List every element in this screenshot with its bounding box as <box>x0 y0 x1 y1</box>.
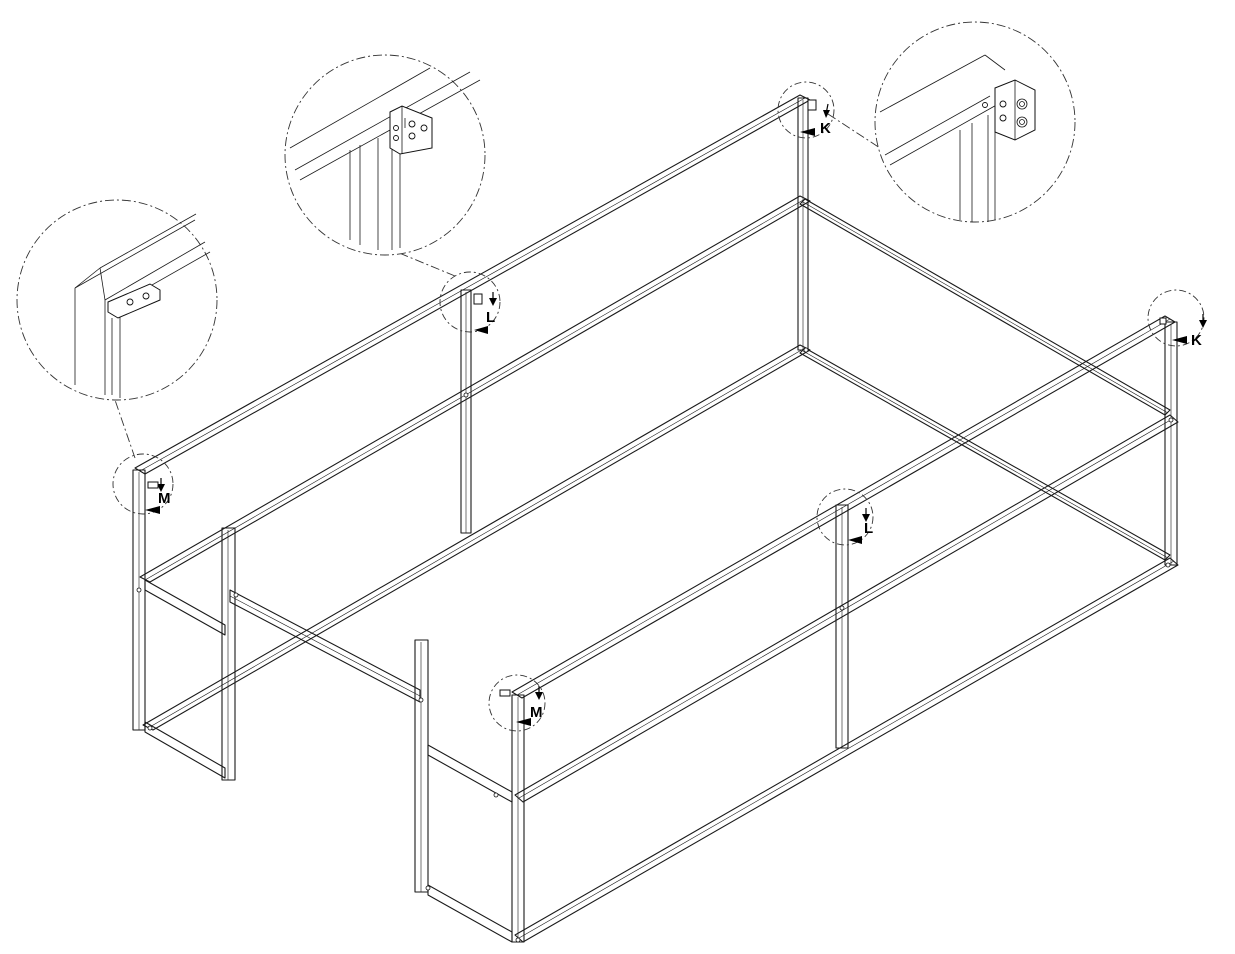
label-k-right: K <box>1191 332 1202 349</box>
rail-right-back-bottom <box>800 348 1170 560</box>
leader-lines <box>115 114 880 458</box>
rail-front-end-middle <box>428 745 512 802</box>
rail-front-bottom <box>515 558 1178 942</box>
post-left-front <box>222 528 235 780</box>
post-left-corner <box>133 470 145 730</box>
label-l-upper: L <box>486 309 495 326</box>
label-k-upper: K <box>820 120 831 137</box>
rail-back-bottom <box>143 345 810 730</box>
rail-inner-cross <box>230 590 420 702</box>
rail-left-end-bottom <box>145 722 225 778</box>
post-front-left <box>415 640 428 892</box>
detail-view-m <box>17 200 217 400</box>
rail-front-end-bottom <box>428 885 512 942</box>
detail-view-k <box>875 22 1075 222</box>
post-back-middle <box>461 290 471 533</box>
bolt-marks <box>137 348 1173 942</box>
callout-m-front: M <box>516 686 543 726</box>
label-m-left: M <box>158 490 171 507</box>
label-m-front: M <box>530 704 543 721</box>
callout-l-front: L <box>848 508 873 544</box>
rail-left-end-middle <box>145 580 225 635</box>
label-l-front: L <box>864 520 873 537</box>
detail-view-l <box>285 55 485 255</box>
frame-structure <box>133 95 1178 942</box>
post-back-corner <box>798 98 808 350</box>
rail-back-middle <box>140 196 810 582</box>
post-right-corner <box>1165 322 1177 565</box>
rail-front-top <box>512 316 1175 698</box>
post-front-corner <box>512 695 524 942</box>
rail-right-back-middle <box>800 199 1170 415</box>
post-front-middle <box>836 505 848 748</box>
